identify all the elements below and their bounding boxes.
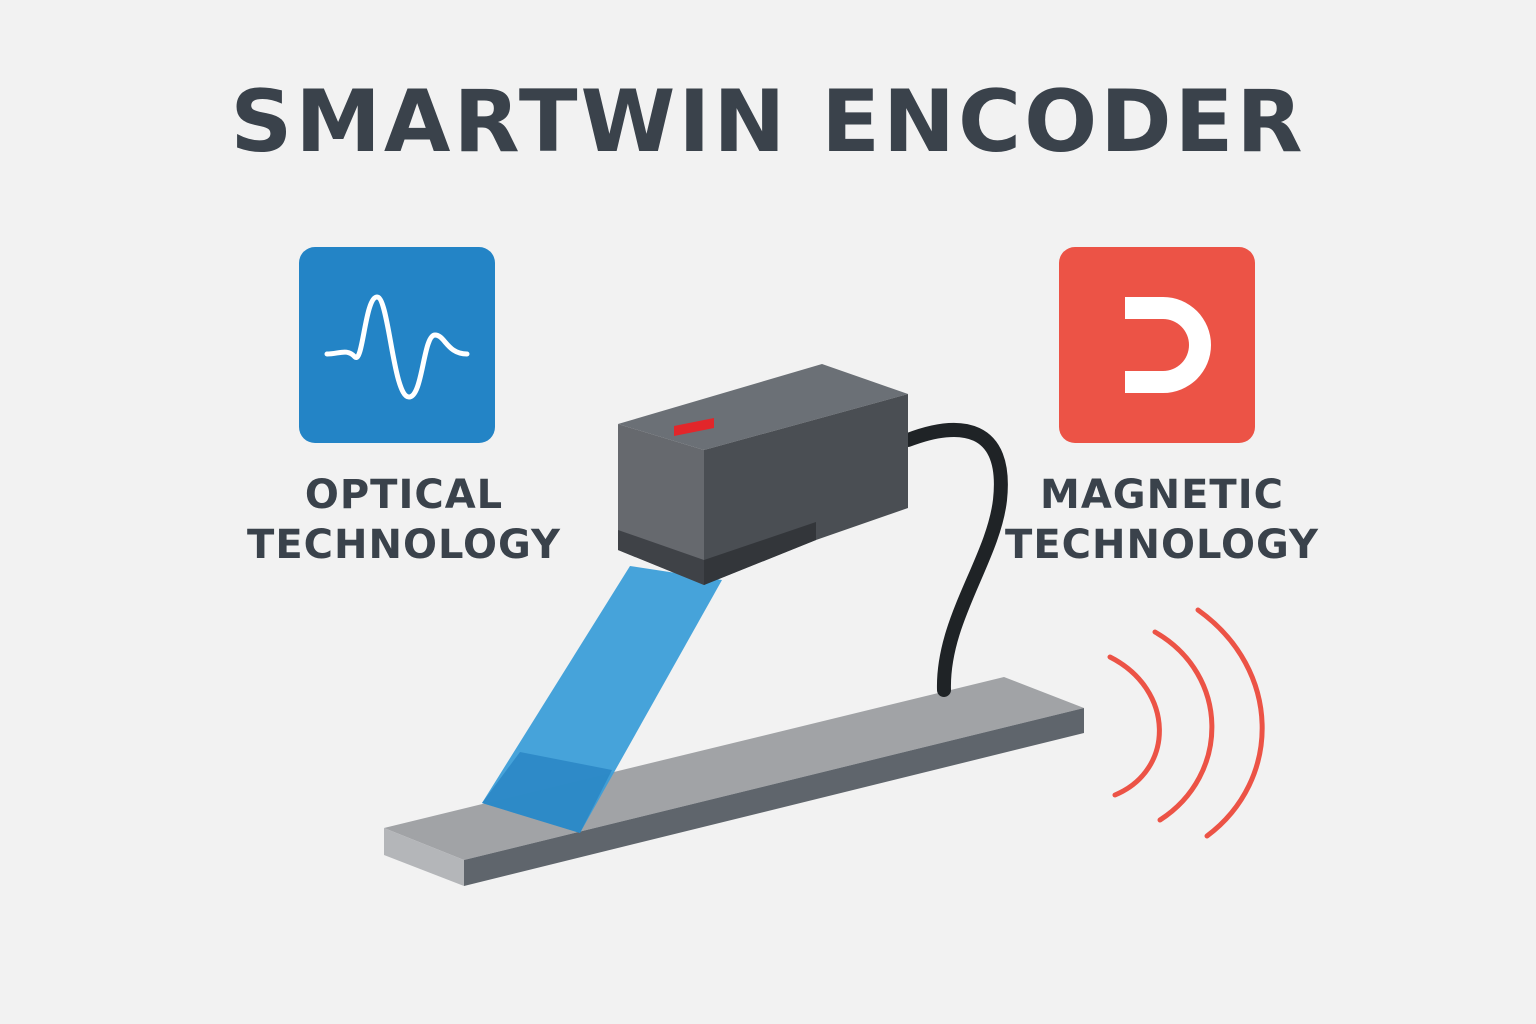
optical-technology-label: OPTICAL TECHNOLOGY (204, 470, 604, 570)
magnetic-label-line1: MAGNETIC (1040, 472, 1284, 518)
encoder-scale-bar (384, 677, 1084, 886)
optical-technology-tile (299, 247, 495, 443)
status-indicator-light (674, 418, 714, 436)
optical-light-beam (482, 566, 722, 833)
magnetic-technology-label: MAGNETIC TECHNOLOGY (962, 470, 1362, 570)
sensor-cable (901, 423, 1008, 697)
optical-label-line2: TECHNOLOGY (247, 522, 561, 568)
optical-label-line1: OPTICAL (304, 472, 504, 518)
magnetic-technology-tile (1059, 247, 1255, 443)
magnet-d-icon (1059, 247, 1255, 443)
sine-wave-icon (299, 247, 495, 443)
magnetic-label-line2: TECHNOLOGY (1005, 522, 1319, 568)
encoder-read-head (618, 364, 908, 585)
page-title: SMARTWIN ENCODER (230, 72, 1306, 172)
magnetic-signal-waves-icon (1107, 607, 1265, 839)
